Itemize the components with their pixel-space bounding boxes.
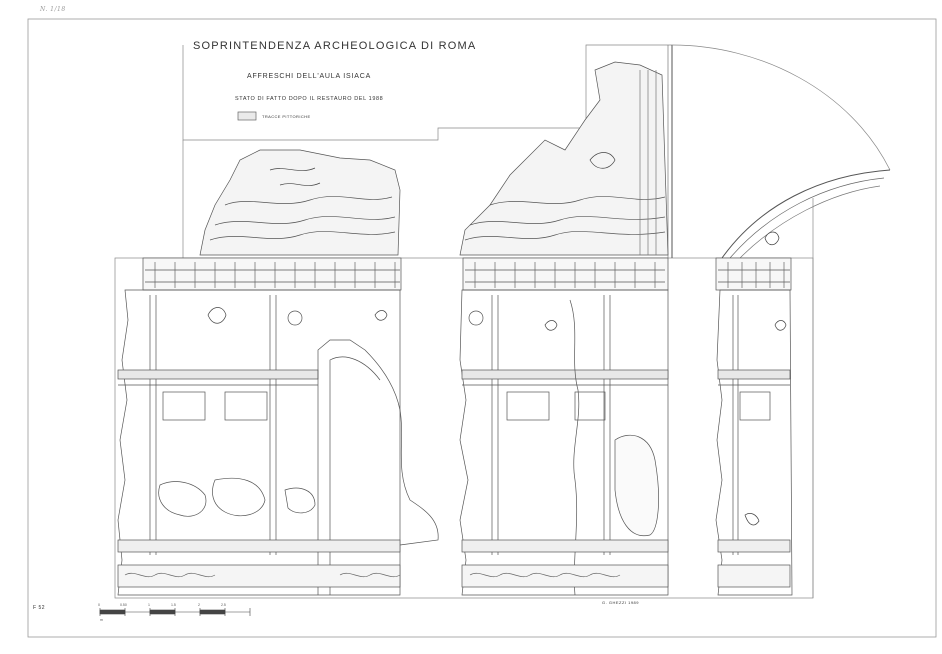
plate-number: F 52 [33,605,46,611]
vault-arc [671,44,891,171]
corner-archive-note: N. 1/18 [40,6,66,13]
scale-label-4: 2 [198,603,200,607]
scale-unit: m [100,618,103,622]
left-fresco-panel [117,149,439,596]
author-signature: G. GHEZZI 1989 [602,600,640,605]
scale-label-3: 1.5 [171,603,176,607]
drawing-state-line: STATO DI FATTO DOPO IL RESTAURO DEL 1988 [235,96,384,102]
legend-label: TRACCE PITTORICHE [262,114,311,119]
scale-label-0: 0 [98,603,100,607]
scale-label-1: 0.50 [120,603,127,607]
drawing-title: SOPRINTENDENZA ARCHEOLOGICA DI ROMA [193,40,477,52]
sheet-border [27,18,937,638]
middle-fresco-panel [459,61,669,596]
scale-label-2: 1 [148,603,150,607]
legend-swatch [237,111,257,121]
right-fresco-panel [715,231,793,596]
scale-bar [99,608,251,616]
drawing-subtitle: AFFRESCHI DELL'AULA ISIACA [247,73,372,80]
scale-label-5: 2.5 [221,603,226,607]
